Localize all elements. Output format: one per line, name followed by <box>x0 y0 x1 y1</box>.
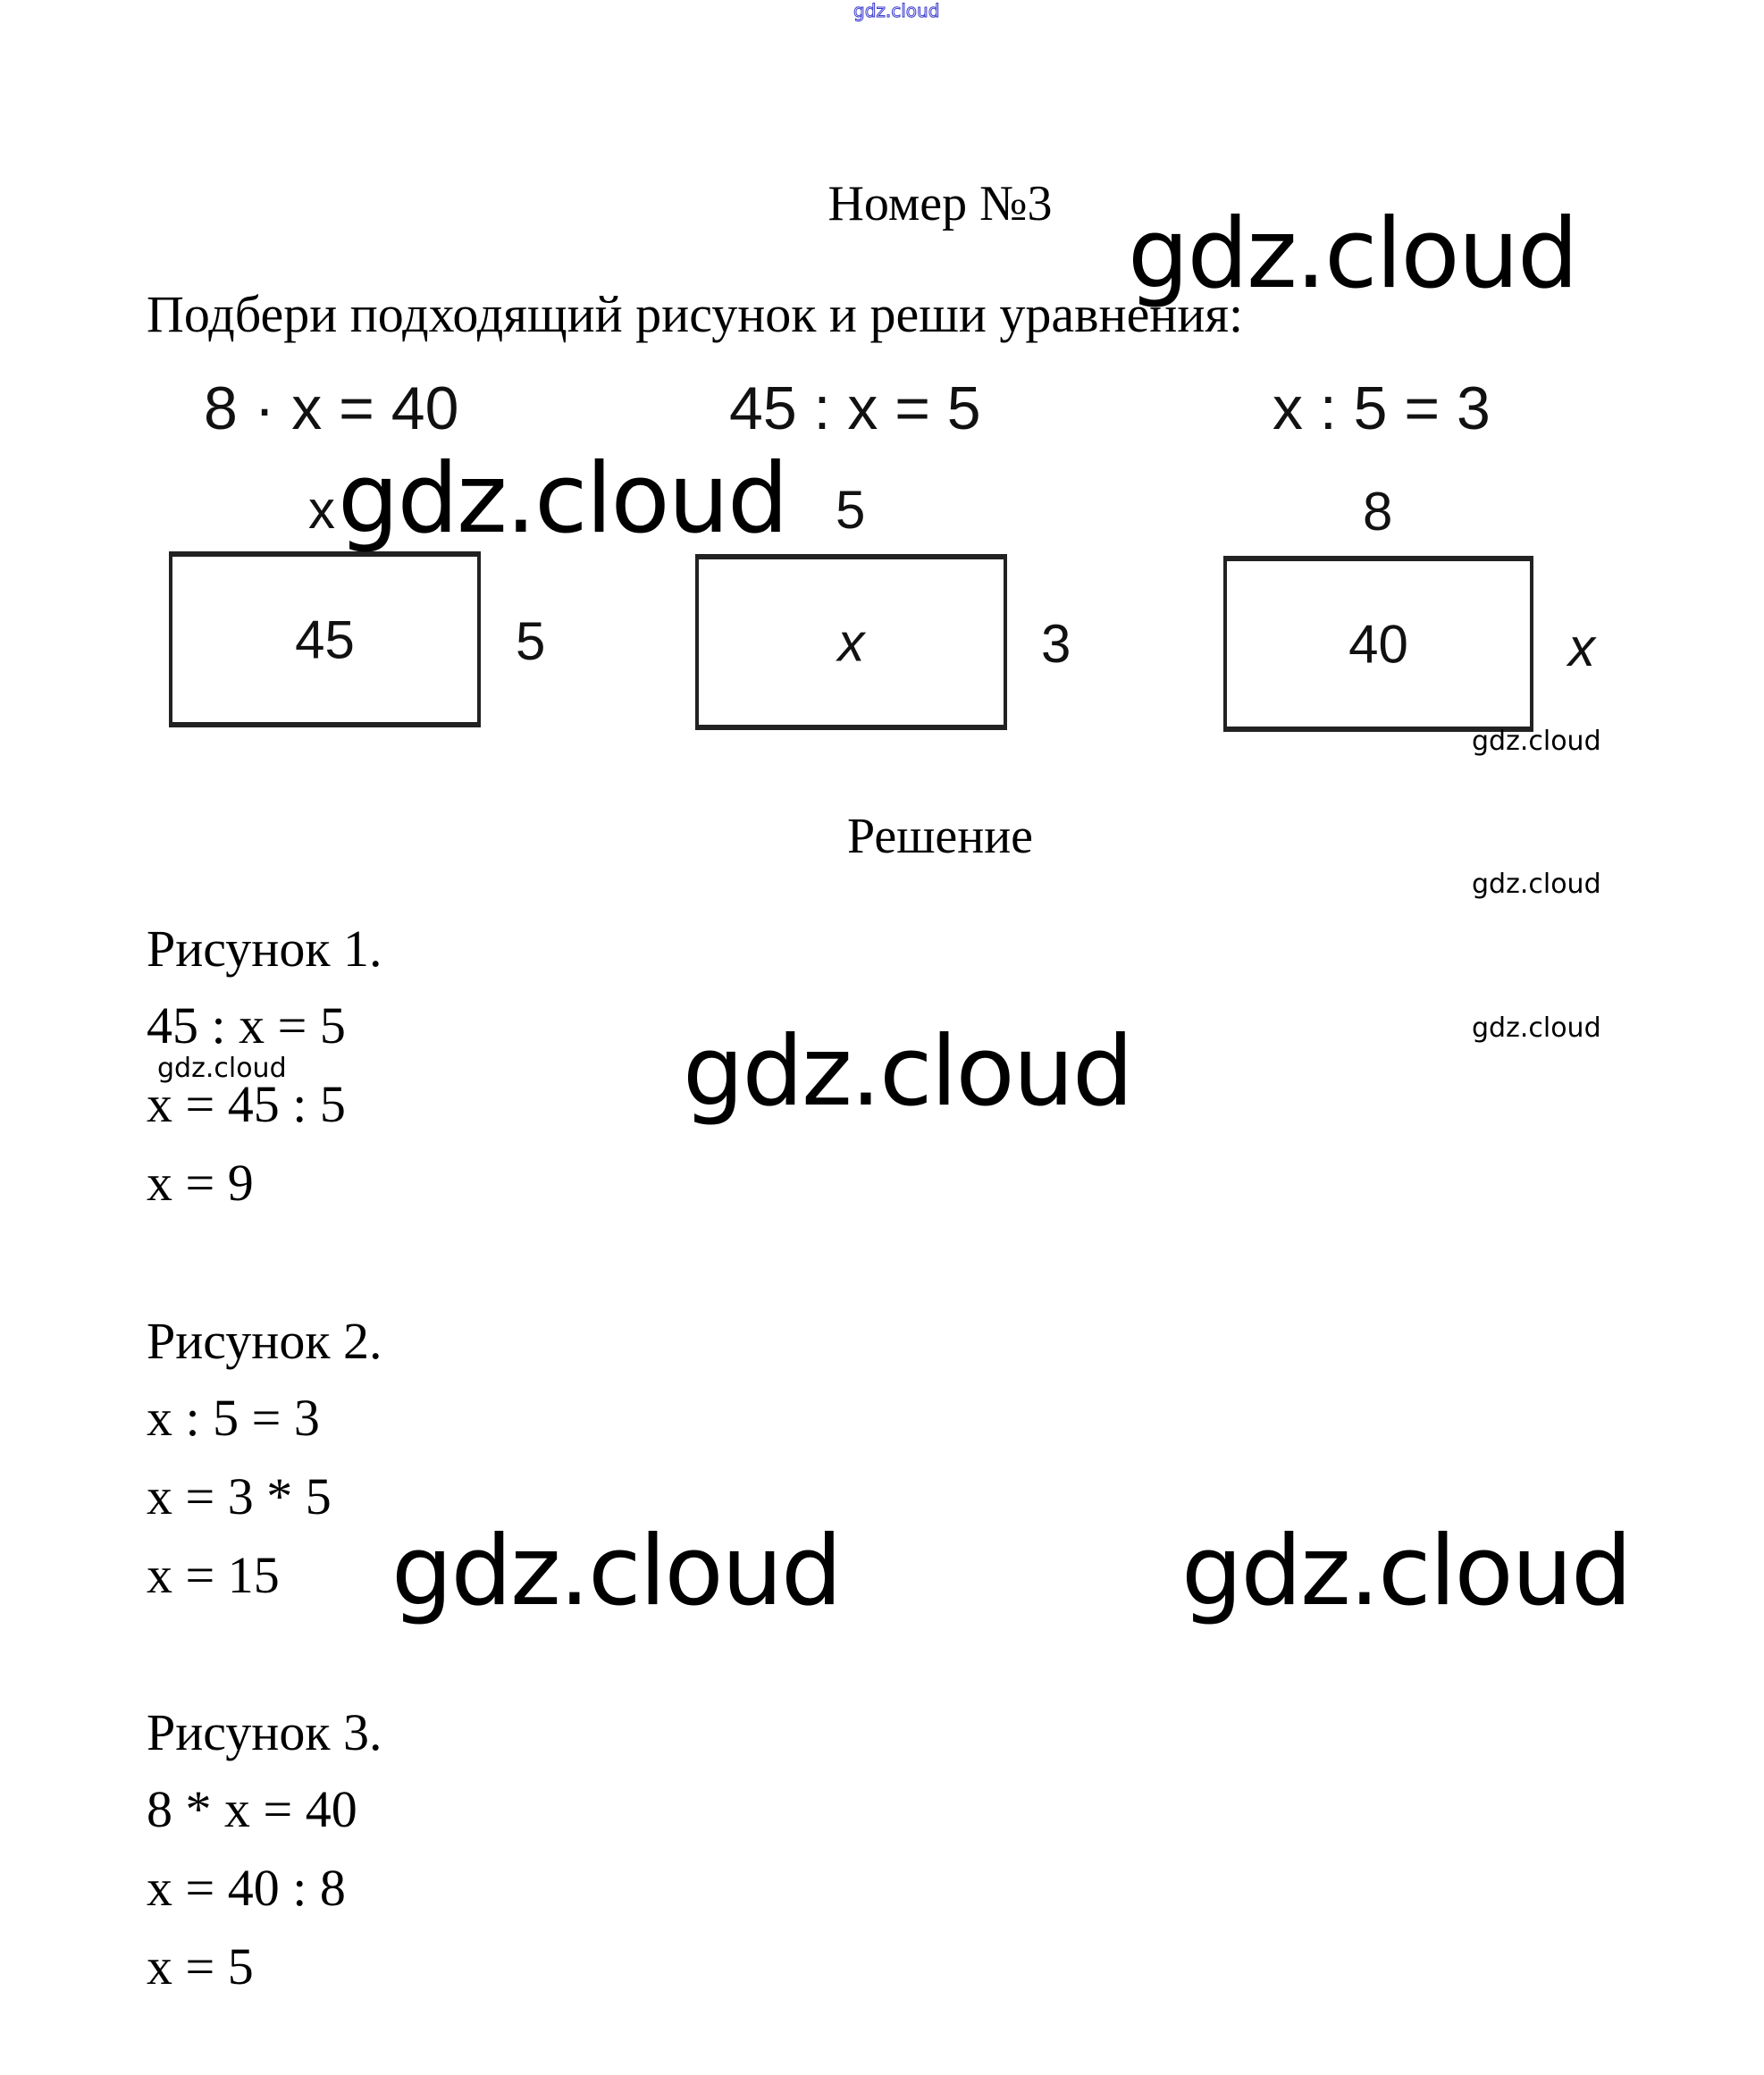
solution-part-1-line-1: 45 : x = 5 <box>147 996 346 1054</box>
figure-1-area: 45 <box>295 609 355 669</box>
figure-2-top-label: 5 <box>836 480 866 540</box>
figure-3-area: 40 <box>1348 614 1408 674</box>
equation-1: 8 · x = 40 <box>204 374 459 442</box>
solution-part-3-line-1: 8 * x = 40 <box>147 1780 357 1838</box>
watermark-big-2: gdz.cloud <box>338 443 789 555</box>
solution-part-3-title: Рисунок 3. <box>147 1703 382 1761</box>
solution-part-3-line-2: x = 40 : 8 <box>147 1859 346 1917</box>
figure-2-side-label: 3 <box>1041 614 1071 674</box>
figure-3-top-label: 8 <box>1363 482 1393 542</box>
solution-part-1-title: Рисунок 1. <box>147 920 382 978</box>
solution-part-3-line-3: x = 5 <box>147 1937 254 1995</box>
figure-2-rectangle: x <box>695 554 1007 730</box>
solution-part-2-line-3: x = 15 <box>147 1546 280 1604</box>
figure-1-side-label: 5 <box>516 611 546 671</box>
figure-3-rectangle: 40 <box>1223 556 1533 732</box>
figure-1-rectangle: 45 <box>169 551 481 727</box>
watermark-big-5: gdz.cloud <box>1181 1516 1633 1627</box>
solution-part-1-line-3: x = 9 <box>147 1154 254 1212</box>
solution-heading: Решение <box>846 809 1034 864</box>
watermark-small-4: gdz.cloud <box>157 1053 287 1084</box>
watermark-big-1: gdz.cloud <box>1128 198 1579 310</box>
figure-1-top-label: x <box>308 480 335 540</box>
watermark-small-1: gdz.cloud <box>1472 726 1601 757</box>
solution-part-2-line-1: x : 5 = 3 <box>147 1389 320 1447</box>
solution-part-2-title: Рисунок 2. <box>147 1312 382 1370</box>
watermark-small-3: gdz.cloud <box>1472 1012 1601 1044</box>
solution-part-1-line-2: x = 45 : 5 <box>147 1075 346 1133</box>
equation-3: x : 5 = 3 <box>1273 374 1491 442</box>
equation-2: 45 : x = 5 <box>729 374 981 442</box>
task-instruction: Подбери подходящий рисунок и реши уравне… <box>147 285 1244 343</box>
solution-part-2-line-2: x = 3 * 5 <box>147 1467 332 1525</box>
watermark-big-3: gdz.cloud <box>683 1016 1134 1128</box>
figure-2-area: x <box>837 612 865 672</box>
watermark-big-4: gdz.cloud <box>391 1516 843 1627</box>
watermark-small-2: gdz.cloud <box>1472 869 1601 900</box>
figure-3-side-label: x <box>1568 617 1595 677</box>
watermark-top: gdz.cloud <box>853 0 940 22</box>
page-title: Номер №3 <box>827 176 1053 231</box>
